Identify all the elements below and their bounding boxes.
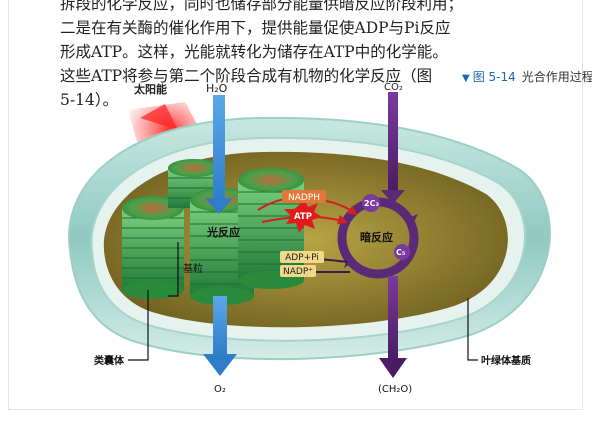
- figure-caption: ▼图 5-14 光合作用过程: [462, 68, 592, 85]
- pointer-lines: [128, 242, 478, 361]
- body-line-4: 这些ATP将参与第二个阶段合成有机物的化学反应（图: [60, 67, 433, 85]
- adp-pi-box: [280, 251, 324, 263]
- oxygen-arrow: [203, 296, 237, 376]
- nadph-label: NADPH: [288, 193, 320, 203]
- stroma-label: 叶绿体基质: [481, 354, 531, 367]
- calvin-cycle-ring: [337, 194, 419, 279]
- c5-label: C₅: [396, 248, 406, 257]
- nadp-box: [280, 265, 316, 277]
- water-arrow: [205, 95, 233, 214]
- body-line-2: 二是在有关酶的催化作用下，提供能量促使ADP与Pi反应: [60, 19, 451, 37]
- sugar-arrow: [379, 276, 407, 378]
- body-line-3: 形成ATP。这样，光能就转化为储存在ATP中的化学能。: [60, 43, 448, 61]
- co2-arrow: [381, 92, 405, 204]
- grana-label: 基粒: [183, 262, 203, 275]
- body-line-5: 5-14）。: [60, 91, 119, 109]
- sugar-label: (CH₂O): [378, 384, 412, 395]
- figure-title: 光合作用过程: [521, 70, 592, 84]
- oxygen-label: O₂: [214, 384, 226, 395]
- co2-label: CO₂: [384, 82, 403, 93]
- thylakoid-label: 类囊体: [94, 354, 125, 367]
- nadph-box: [282, 190, 326, 203]
- granum-left: [122, 196, 184, 299]
- body-line-1: 拆段的化学反应，同时也储存部分能量供暗反应阶段利用；: [60, 0, 464, 13]
- caption-triangle-icon: ▼: [462, 73, 470, 84]
- water-label: H₂O: [206, 82, 228, 95]
- sunlight-label: 太阳能: [133, 82, 167, 96]
- body-paragraph: 拆段的化学反应，同时也储存部分能量供暗反应阶段利用； 二是在有关酶的催化作用下，…: [60, 0, 464, 112]
- nadp-label: NADP⁺: [283, 267, 313, 277]
- light-reaction-label: 光反应: [206, 225, 240, 239]
- atp-burst-icon: [284, 198, 322, 233]
- adp-pi-label: ADP+Pi: [285, 253, 319, 263]
- figure-number: 图 5-14: [472, 70, 516, 84]
- atp-label: ATP: [294, 212, 312, 222]
- dark-reaction-label: 暗反应: [360, 230, 393, 244]
- grana-stacks: [122, 159, 304, 305]
- c3-label: 2C₃: [364, 199, 379, 208]
